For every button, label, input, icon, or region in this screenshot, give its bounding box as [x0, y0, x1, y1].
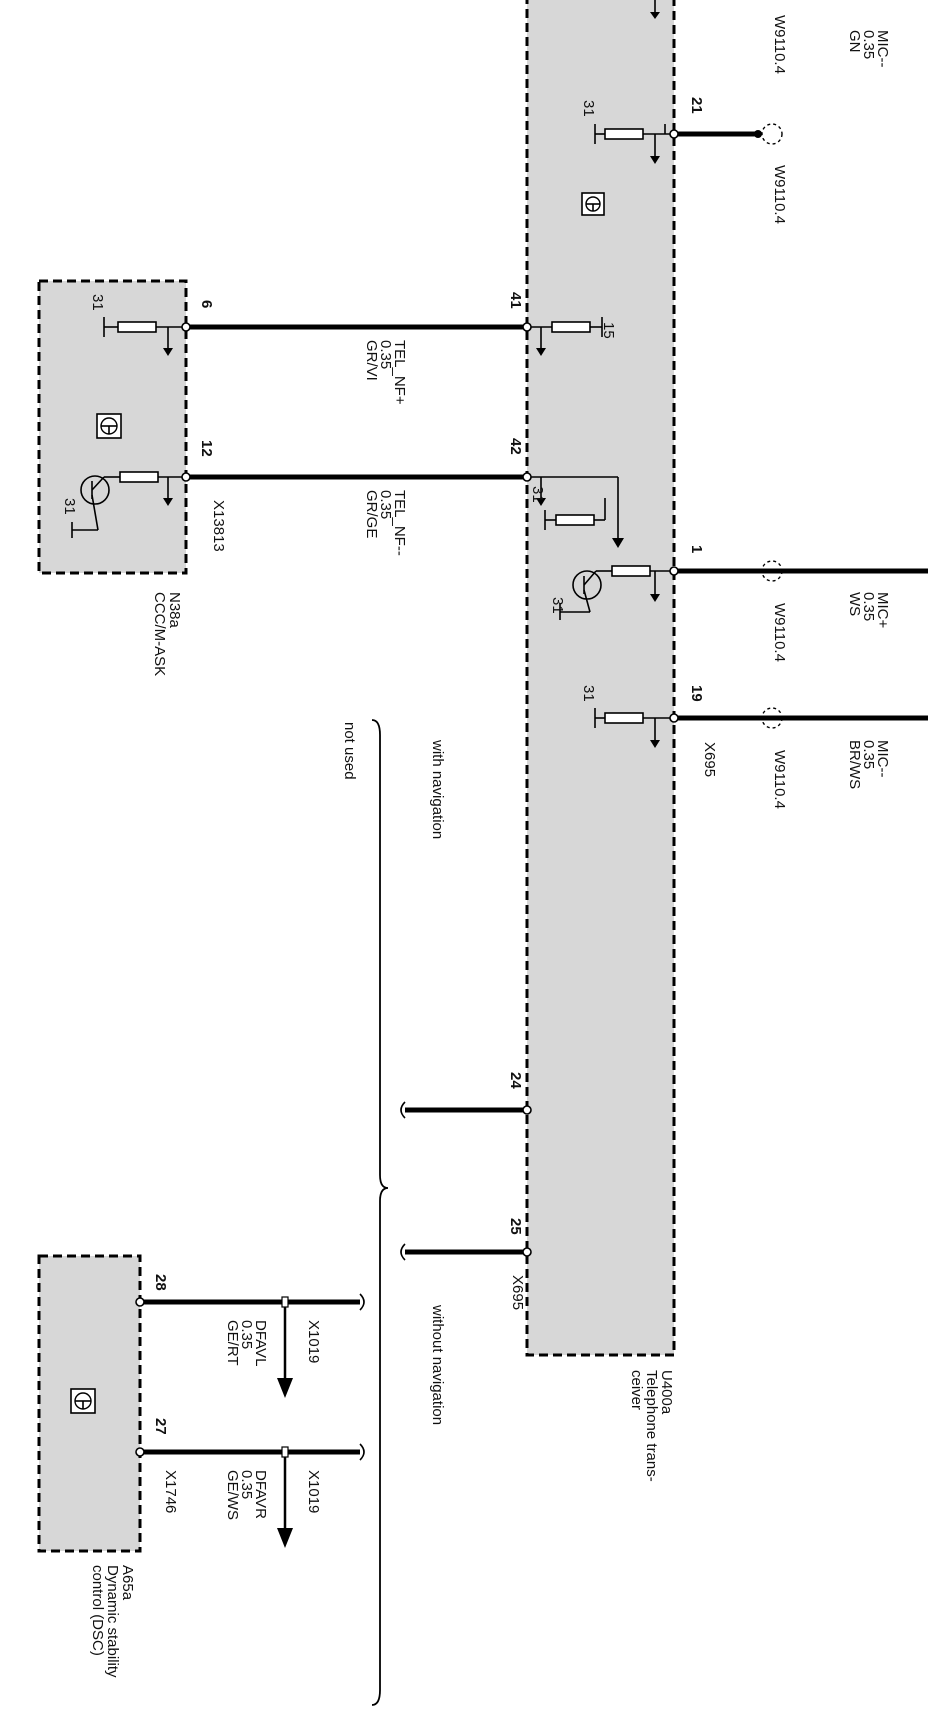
splice-label-1: W9110.4 — [771, 603, 788, 662]
wire-label-mic-minus-brws-size: 0.35 — [860, 740, 877, 769]
splice-circle-1 — [761, 560, 783, 582]
pin-connector-12 — [181, 472, 191, 482]
pin42-resistor-circuit — [531, 476, 624, 548]
pin-label-1: 1 — [688, 545, 705, 553]
wire-label-tel-nf-minus-size: 0.35 — [377, 490, 394, 519]
pin41-resistor-circuit — [531, 317, 603, 356]
splice-label-21: W9110.4 — [771, 165, 788, 224]
pin-label-19: 19 — [688, 685, 705, 702]
splice-label-19: W9110.4 — [771, 750, 788, 809]
wire-label-mic-minus-brws-name: MIC-- — [874, 740, 891, 778]
pin-connector-28 — [135, 1297, 145, 1307]
wire-label-mic-plus-color: WS — [846, 592, 863, 616]
pin-label-41: 41 — [507, 292, 524, 309]
wire-label-tel-nf-plus-color: GR/VI — [363, 340, 380, 381]
splice-circle-21 — [761, 123, 783, 145]
pin-connector-25 — [522, 1247, 532, 1257]
wire-label-mic-minus-gn-size: 0.35 — [860, 30, 877, 59]
wire-label-tel-nf-plus-size: 0.35 — [377, 340, 394, 369]
wire-label-tel-nf-minus-color: GR/GE — [363, 490, 380, 538]
unit-name-dsc-line1: Dynamic stability — [104, 1565, 121, 1678]
wire-label-dfavl-size: 0.35 — [238, 1320, 255, 1349]
wire-label-dfavl-name: DFAVL — [252, 1320, 269, 1366]
wire-label-dfavr-size: 0.35 — [238, 1470, 255, 1499]
unit-name-ccc: CCC/M-ASK — [151, 592, 168, 676]
pin-label-21: 21 — [688, 97, 705, 114]
connector-label-x695-bottom: X695 — [509, 1275, 526, 1310]
navigation-brace — [371, 719, 389, 1706]
wire-label-mic-plus-name: MIC+ — [874, 592, 891, 628]
transceiver-ecu-icon — [581, 192, 605, 216]
connector-label-x1019-b: X1019 — [305, 1470, 322, 1513]
open-end-pin25 — [400, 1243, 406, 1261]
note-without-navigation: without navigation — [429, 1304, 446, 1425]
pin21-resistor-circuit — [594, 124, 670, 164]
wire-label-tel-nf-minus-name: TEL_NF-- — [391, 490, 408, 556]
pin-label-28: 28 — [152, 1274, 169, 1291]
unit-name-telephone-line2: ceiver — [628, 1370, 645, 1410]
wire-label-tel-nf-plus-name: TEL_NF+ — [391, 340, 408, 405]
pin-connector-6 — [181, 322, 191, 332]
pin-label-42: 42 — [507, 438, 524, 455]
note-not-used: not used — [341, 722, 358, 780]
ground-label-12: 31 — [61, 498, 78, 515]
open-end-dfavr — [359, 1443, 365, 1461]
pin19-resistor-circuit — [594, 708, 670, 748]
pin-connector-42 — [522, 472, 532, 482]
pin-connector-27 — [135, 1447, 145, 1457]
pin-label-24: 24 — [507, 1072, 524, 1089]
pin12-transistor-circuit — [71, 471, 182, 538]
unit-code-ccc: N38a — [166, 592, 183, 629]
pin-connector-24 — [522, 1105, 532, 1115]
splice-dot-21 — [754, 130, 762, 138]
ground-label-42: 31 — [529, 486, 546, 503]
wire-label-mic-minus-gn-color: GN — [846, 30, 863, 53]
ground-label-6: 31 — [89, 294, 106, 311]
splice-circle-19 — [761, 707, 783, 729]
pin-connector-21 — [669, 129, 679, 139]
ground-label-19: 31 — [580, 685, 597, 702]
ground-label-21: 31 — [580, 100, 597, 117]
top-arrow — [650, 0, 660, 19]
wire-label-dfavr-color: GE/WS — [224, 1470, 241, 1520]
connector-label-x1019-a: X1019 — [305, 1320, 322, 1363]
unit-name-dsc-line2: control (DSC) — [89, 1565, 106, 1656]
pin1-transistor-circuit — [559, 565, 670, 620]
wire-label-mic-plus-size: 0.35 — [860, 592, 877, 621]
note-with-navigation: with navigation — [429, 739, 446, 839]
pin-label-25: 25 — [507, 1218, 524, 1235]
dsc-ecu-icon — [70, 1388, 96, 1414]
pin6-resistor-circuit — [103, 317, 182, 356]
pin-connector-1 — [669, 566, 679, 576]
pin-label-27: 27 — [152, 1418, 169, 1435]
connector-label-x695-top: X695 — [701, 742, 718, 777]
open-end-dfavl — [359, 1293, 365, 1311]
splice-label-top: W9110.4 — [771, 15, 788, 74]
pin-label-12: 12 — [198, 440, 215, 457]
connector-label-x1746: X1746 — [162, 1470, 179, 1513]
unit-code-telephone: U400a — [658, 1370, 675, 1415]
pin-connector-19 — [669, 713, 679, 723]
x1019-junction-b — [277, 1446, 293, 1548]
x1019-junction-a — [277, 1296, 293, 1398]
pin-label-6: 6 — [198, 300, 215, 308]
wire-label-mic-minus-brws-color: BR/WS — [846, 740, 863, 789]
connector-label-x13813: X13813 — [210, 500, 227, 552]
open-end-pin24 — [400, 1101, 406, 1119]
pin-connector-41 — [522, 322, 532, 332]
supply-label-15: 15 — [600, 322, 617, 339]
wire-label-dfavr-name: DFAVR — [252, 1470, 269, 1519]
wire-label-dfavl-color: GE/RT — [224, 1320, 241, 1366]
ccc-ecu-icon — [96, 413, 122, 439]
ground-label-1: 31 — [549, 597, 566, 614]
unit-name-telephone-line1: Telephone trans- — [643, 1370, 660, 1482]
wire-label-mic-minus-gn-name: MIC-- — [874, 30, 891, 68]
telephone-transceiver-box[interactable] — [525, 0, 676, 1357]
unit-code-dsc: A65a — [119, 1565, 136, 1601]
